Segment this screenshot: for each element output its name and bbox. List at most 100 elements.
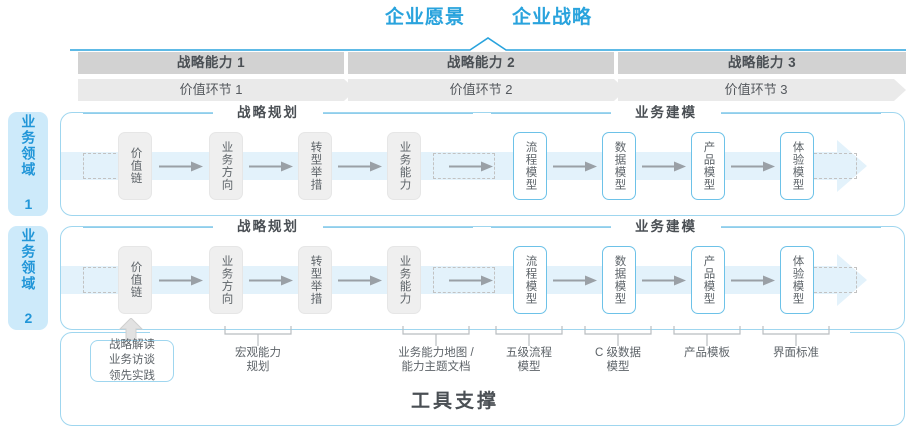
value-link-2-label: 价值环节 2	[449, 82, 513, 97]
annotation-c-level-data: C 级数据 模型	[568, 346, 668, 375]
annotation-macro-capability-line-1: 宏观能力	[235, 347, 281, 359]
row-2-planning-rule-right	[323, 227, 473, 228]
row-1-step-business-direction[interactable]: 业务方向	[209, 132, 243, 200]
annotation-capability-map: 业务能力地图 / 能力主题文档	[371, 346, 501, 375]
annotation-product-template-line-1: 产品模板	[684, 347, 730, 359]
enterprise-vision-title: 企业愿景	[384, 7, 465, 28]
row-1-step-business-capability-label: 业务能力	[398, 141, 411, 191]
row-2-step-value-chain-label: 价值链	[129, 261, 142, 299]
row-2-modeling-rule-right	[721, 227, 881, 228]
annotation-five-level-process-line-2: 模型	[517, 361, 541, 374]
row-2-placeholder-middle	[433, 267, 495, 293]
annotation-highlight-line-3: 领先实践	[109, 369, 155, 382]
row-2-modeling-rule-left	[491, 227, 611, 228]
annotation-capability-map-line-2: 能力主题文档	[401, 361, 471, 374]
row-1-step-business-direction-label: 业务方向	[220, 141, 233, 191]
highlight-up-arrow	[118, 318, 144, 340]
row-1-planning-rule-left	[83, 113, 213, 114]
row-1-arrow-7	[731, 161, 775, 172]
row-1-step-transformation-measures-label: 转型举措	[309, 141, 322, 191]
row-2-modeling-heading: 业务建模	[611, 218, 721, 236]
row-1-step-process-model-label: 流程模型	[524, 141, 537, 191]
row-2-step-transformation-measures[interactable]: 转型举措	[298, 246, 332, 314]
annotation-five-level-process: 五级流程 模型	[479, 346, 579, 375]
row-1-arrow-6	[642, 161, 686, 172]
row-2-step-process-model-label: 流程模型	[524, 255, 537, 305]
row-1-arrow-1	[159, 161, 203, 172]
row-1-planning-rule-right	[323, 113, 473, 114]
row-2-step-product-model-label: 产品模型	[702, 255, 715, 305]
annotation-highlight-line-1: 战略解读	[109, 338, 155, 351]
row-1-modeling-heading: 业务建模	[611, 104, 721, 122]
row-1-arrow-5	[553, 161, 597, 172]
row-2-step-experience-model[interactable]: 体验模型	[780, 246, 814, 314]
row-2-arrow-2	[249, 275, 293, 286]
vision-strategy-connector-line	[70, 37, 906, 51]
value-link-3: 价值环节 3	[618, 79, 906, 101]
row-1-step-experience-model-label: 体验模型	[791, 141, 804, 191]
row-1-modeling-rule-left	[491, 113, 611, 114]
annotation-capability-map-line-1: 业务能力地图 /	[398, 347, 474, 359]
business-domain-1-row: 战略规划 业务建模 价值链 业务方向 转型举措 业务能力 流程模型 数据模型 产	[60, 104, 905, 216]
row-1-step-process-model[interactable]: 流程模型	[513, 132, 547, 200]
row-1-step-transformation-measures[interactable]: 转型举措	[298, 132, 332, 200]
row-1-step-product-model[interactable]: 产品模型	[691, 132, 725, 200]
tool-support-title: 工具支撑	[410, 391, 499, 412]
row-1-modeling-rule-right	[721, 113, 881, 114]
row-2-step-business-capability[interactable]: 业务能力	[387, 246, 421, 314]
business-domain-2-row: 战略规划 业务建模 价值链 业务方向 转型举措 业务能力 流程模型 数据模型 产…	[60, 218, 905, 330]
bracket-connectors	[224, 326, 830, 346]
row-2-arrow-3	[338, 275, 382, 286]
row-2-planning-rule-left	[83, 227, 213, 228]
row-1-step-product-model-label: 产品模型	[702, 141, 715, 191]
row-2-step-experience-model-label: 体验模型	[791, 255, 804, 305]
row-2-arrow-5	[553, 275, 597, 286]
annotation-product-template: 产品模板	[657, 346, 757, 360]
row-1-placeholder-end	[809, 153, 857, 179]
strategic-capability-3: 战略能力 3	[618, 52, 906, 74]
annotation-interface-standard-line-1: 界面标准	[773, 347, 819, 359]
value-link-3-label: 价值环节 3	[724, 82, 788, 97]
annotation-c-level-data-line-1: C 级数据	[595, 347, 641, 359]
row-2-step-product-model[interactable]: 产品模型	[691, 246, 725, 314]
annotation-macro-capability: 宏观能力 规划	[208, 346, 308, 375]
row-1-step-value-chain[interactable]: 价值链	[118, 132, 152, 200]
row-2-step-business-direction[interactable]: 业务方向	[209, 246, 243, 314]
row-1-planning-heading: 战略规划	[213, 104, 323, 122]
value-link-1: 价值环节 1	[78, 79, 356, 101]
row-1-arrow-3	[338, 161, 382, 172]
row-2-step-transformation-measures-label: 转型举措	[309, 255, 322, 305]
row-2-arrow-6	[642, 275, 686, 286]
business-domain-1-text: 业务领域 1	[20, 114, 37, 214]
annotation-highlight-line-2: 业务访谈	[109, 354, 155, 367]
annotation-highlight-box[interactable]: 战略解读 业务访谈 领先实践	[90, 338, 174, 382]
row-2-arrow-1	[159, 275, 203, 286]
strategic-capability-2: 战略能力 2	[348, 52, 614, 74]
row-2-arrow-7	[731, 275, 775, 286]
business-domain-2-label: 业务领域 2	[8, 226, 48, 330]
row-1-step-experience-model[interactable]: 体验模型	[780, 132, 814, 200]
row-1-step-value-chain-label: 价值链	[129, 147, 142, 185]
annotation-interface-standard: 界面标准	[746, 346, 846, 360]
row-2-step-value-chain[interactable]: 价值链	[118, 246, 152, 314]
row-2-step-business-direction-label: 业务方向	[220, 255, 233, 305]
tool-box-top-mask	[150, 330, 850, 333]
value-link-1-label: 价值环节 1	[179, 82, 243, 97]
business-domain-2-text: 业务领域 2	[20, 228, 37, 328]
annotation-five-level-process-line-1: 五级流程	[506, 347, 552, 359]
row-1-placeholder-middle	[433, 153, 495, 179]
row-1-step-data-model[interactable]: 数据模型	[602, 132, 636, 200]
row-1-arrow-2	[249, 161, 293, 172]
row-2-planning-heading: 战略规划	[213, 218, 323, 236]
value-link-2: 价值环节 2	[348, 79, 626, 101]
row-2-step-data-model-label: 数据模型	[613, 255, 626, 305]
row-1-step-business-capability[interactable]: 业务能力	[387, 132, 421, 200]
annotation-macro-capability-line-2: 规划	[246, 361, 270, 374]
row-2-arrow-4	[449, 275, 493, 286]
row-1-arrow-4	[449, 161, 493, 172]
row-2-step-data-model[interactable]: 数据模型	[602, 246, 636, 314]
row-2-step-business-capability-label: 业务能力	[398, 255, 411, 305]
row-1-step-data-model-label: 数据模型	[613, 141, 626, 191]
annotation-c-level-data-line-2: 模型	[606, 361, 630, 374]
row-2-step-process-model[interactable]: 流程模型	[513, 246, 547, 314]
